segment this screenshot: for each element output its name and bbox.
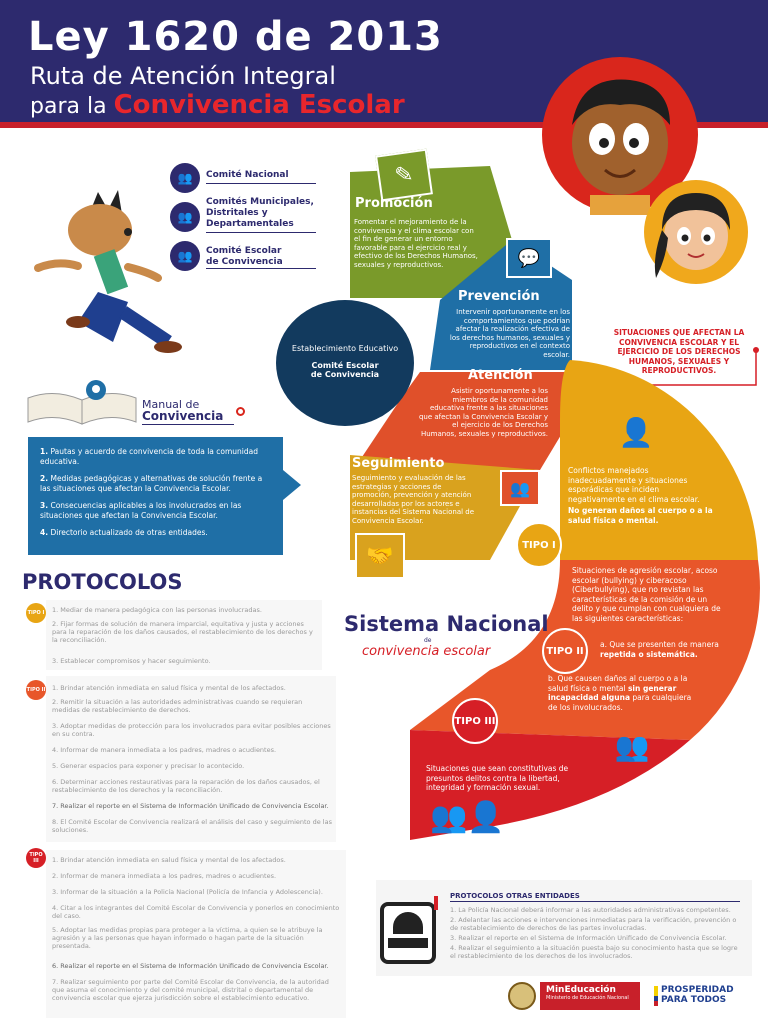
protocol-item: 6. Realizar el reporte en el Sistema de …: [52, 962, 329, 970]
atencion-title: Atención: [468, 368, 533, 383]
protocol-item: 1. Brindar atención inmediata en salud f…: [52, 684, 286, 692]
committee-divider: [206, 183, 316, 184]
protocol-item: 7. Realizar seguimiento por parte del Co…: [52, 978, 329, 1002]
subtitle-prefix: para la: [30, 94, 107, 119]
girl-character-illustration: [644, 180, 748, 284]
manual-title-underline: [142, 424, 234, 425]
protocol-item: 2. Adelantar las acciones e intervencion…: [450, 916, 737, 932]
users-icon: 👥: [170, 202, 200, 232]
otras-underline: [450, 901, 740, 902]
manual-item: 2. Medidas pedagógicas y alternativas de…: [40, 474, 263, 493]
sistema-subtitle: convivencia escolar: [362, 644, 491, 659]
tipo2-a: a. Que se presenten de manera repetida o…: [600, 640, 719, 659]
person-icon: 👤: [618, 416, 654, 449]
otras-title: PROTOCOLOS OTRAS ENTIDADES: [450, 892, 580, 900]
protocol-item: 2. Fijar formas de solución de manera im…: [52, 620, 313, 644]
manual-connector-dot: [236, 407, 245, 416]
tipo1-badge: TIPO I: [516, 522, 562, 568]
tipo3-text: Situaciones que sean constitutivas de pr…: [426, 764, 569, 792]
protocol-item: 1. La Policía Nacional deberá informar a…: [450, 906, 731, 914]
tipo3-badge: TIPO III: [452, 698, 498, 744]
group-icon: 👥👤: [430, 800, 505, 835]
siren-icon: [380, 902, 436, 964]
protocolos-title: PROTOCOLOS: [22, 570, 183, 594]
manual-items-box: 1. Pautas y acuerdo de convivencia de to…: [28, 437, 283, 555]
manual-item: 3. Consecuencias aplicables a los involu…: [40, 501, 242, 520]
tipo2-text: Situaciones de agresión escolar, acoso e…: [572, 566, 721, 623]
page-subtitle: Ruta de Atención Integral: [30, 62, 336, 90]
committee-school: Comité Escolar de Convivencia: [206, 246, 283, 267]
subtitle-highlight: Convivencia Escolar: [113, 90, 405, 120]
atencion-text: Asistir oportunamente a los miembros de …: [418, 387, 548, 438]
otras-entidades-panel: [376, 880, 752, 976]
manual-box-arrow: [283, 470, 301, 500]
situations-heading: SITUACIONES QUE AFECTAN LA CONVIVENCIA E…: [613, 328, 745, 375]
prosperidad-logo: PROSPERIDAD PARA TODOS: [661, 985, 734, 1005]
protocol-item: 3. Establecer compromisos y hacer seguim…: [52, 657, 211, 665]
manual-item: 4. Directorio actualizado de otras entid…: [40, 528, 208, 537]
open-book-icon: [27, 380, 137, 425]
page-title: Ley 1620 de 2013: [28, 14, 443, 60]
tipo2-b: b. Que causen daños al cuerpo o a la sal…: [548, 674, 692, 712]
seguimiento-title: Seguimiento: [352, 456, 445, 471]
coat-of-arms-icon: [508, 982, 536, 1010]
protocol-tipo3-badge: TIPO III: [26, 848, 46, 868]
protocol-item: 3. Adoptar medidas de protección para lo…: [52, 722, 331, 738]
siren-light: [434, 896, 438, 910]
protocol-tipo1-panel: [46, 600, 322, 670]
promocion-text: Fomentar el mejoramiento de la convivenc…: [354, 218, 478, 269]
sistema-title: Sistema Nacional: [344, 612, 549, 636]
protocol-item: 5. Adoptar las medidas propias para prot…: [52, 926, 323, 950]
protocol-item: 8. El Comité Escolar de Convivencia real…: [52, 818, 332, 834]
users-icon: 👥: [170, 241, 200, 271]
protocol-item: 7. Realizar el reporte en el Sistema de …: [52, 802, 329, 810]
people-icon: 👥: [614, 730, 650, 763]
manual-item: 1. Pautas y acuerdo de convivencia de to…: [40, 447, 258, 466]
promocion-title: Promoción: [355, 196, 433, 211]
protocol-item: 4. Realizar el seguimiento a la situació…: [450, 944, 738, 960]
sistema-de: de: [424, 637, 432, 644]
tipo1-bold: No generan daños al cuerpo o a la salud …: [568, 506, 713, 525]
protocol-item: 2. Remitir la situación a las autoridade…: [52, 698, 303, 714]
users-icon: 👥: [170, 163, 200, 193]
protocol-tipo1-badge: TIPO I: [26, 603, 46, 623]
protocol-item: 4. Citar a los integrantes del Comité Es…: [52, 904, 340, 920]
protocol-item: 1. Brindar atención inmediata en salud f…: [52, 856, 286, 864]
protocol-tipo2-panel: [46, 676, 336, 842]
prevencion-title: Prevención: [458, 289, 540, 304]
page-subtitle-line2: para la Convivencia Escolar: [30, 90, 405, 120]
committee-regional: Comités Municipales, Distritales y Depar…: [206, 197, 314, 229]
protocol-item: 4. Informar de manera inmediata a los pa…: [52, 746, 277, 754]
pencil-note-icon: ✎: [375, 148, 433, 202]
protocol-tipo3-panel: [46, 850, 346, 1018]
manual-title-line1: Manual de: [142, 398, 200, 411]
chat-bubble-icon: 💬: [506, 238, 552, 278]
center-circle: Establecimiento Educativo Comité Escolar…: [276, 300, 414, 426]
protocol-item: 1. Mediar de manera pedagógica con las p…: [52, 606, 262, 614]
flag-stripe-icon: [654, 986, 658, 1006]
manual-title-line2: Convivencia: [142, 409, 224, 423]
protocol-tipo2-badge: TIPO II: [26, 680, 46, 700]
protocol-item: 5. Generar espacios para exponer y preci…: [52, 762, 245, 770]
center-committee-line2: de Convivencia: [310, 370, 380, 379]
protocol-item: 6. Determinar acciones restaurativas par…: [52, 778, 320, 794]
people-icon: 👥: [500, 470, 540, 506]
seguimiento-text: Seguimiento y evaluación de las estrateg…: [352, 474, 475, 525]
committee-national: Comité Nacional: [206, 170, 289, 180]
prevencion-text: Intervenir oportunamente en los comporta…: [449, 308, 570, 359]
committee-divider: [206, 268, 316, 269]
tipo1-text: Conflictos manejados inadecuadamente y s…: [568, 466, 700, 504]
tipo2-badge: TIPO II: [542, 628, 588, 674]
walking-kid-illustration: [34, 190, 182, 353]
committee-divider: [206, 232, 316, 233]
protocol-item: 3. Informar de la situación a la Policía…: [52, 888, 323, 896]
protocol-item: 2. Informar de manera inmediata a los pa…: [52, 872, 277, 880]
header-red-stripe: [0, 122, 768, 128]
boy-character-illustration: [542, 57, 698, 215]
center-committee-line1: Comité Escolar: [311, 361, 379, 370]
protocol-item: 3. Realizar el reporte en el Sistema de …: [450, 934, 727, 942]
mineducacion-logo: MinEducación Ministerio de Educación Nac…: [540, 982, 640, 1010]
handshake-icon: 🤝: [355, 533, 405, 579]
center-label: Establecimiento Educativo: [291, 344, 399, 353]
